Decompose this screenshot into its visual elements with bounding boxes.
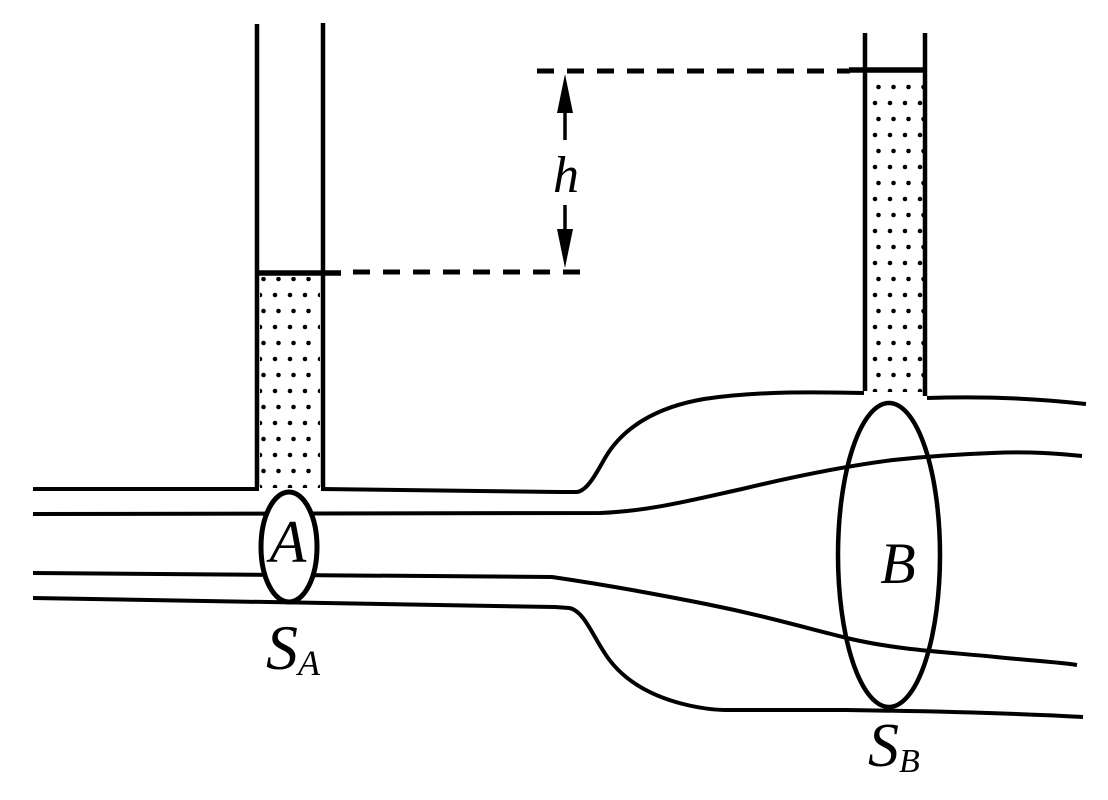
cross-section-ellipse-a — [258, 489, 320, 605]
cross-section-b-label: B — [880, 531, 915, 596]
cross-section-a-label: A — [266, 509, 307, 575]
pipe-bottom-outer-wall — [32, 596, 1084, 719]
pipe-top-outer-wall-mid — [320, 390, 865, 494]
cross-section-ellipse-b — [835, 400, 943, 710]
pipe-top-outer-wall-right — [926, 395, 1087, 406]
pipe-bottom-inner-wall — [32, 571, 1078, 667]
pipe-top-inner-wall — [32, 450, 1083, 516]
height-arrow-down-head — [557, 229, 573, 268]
left-manometer-liquid — [260, 277, 320, 488]
right-manometer-liquid — [867, 74, 923, 392]
height-label: h — [553, 147, 579, 204]
area-a-label: SA — [266, 612, 321, 683]
area-b-label: SB — [868, 712, 920, 780]
height-arrow-up-head — [557, 74, 573, 113]
